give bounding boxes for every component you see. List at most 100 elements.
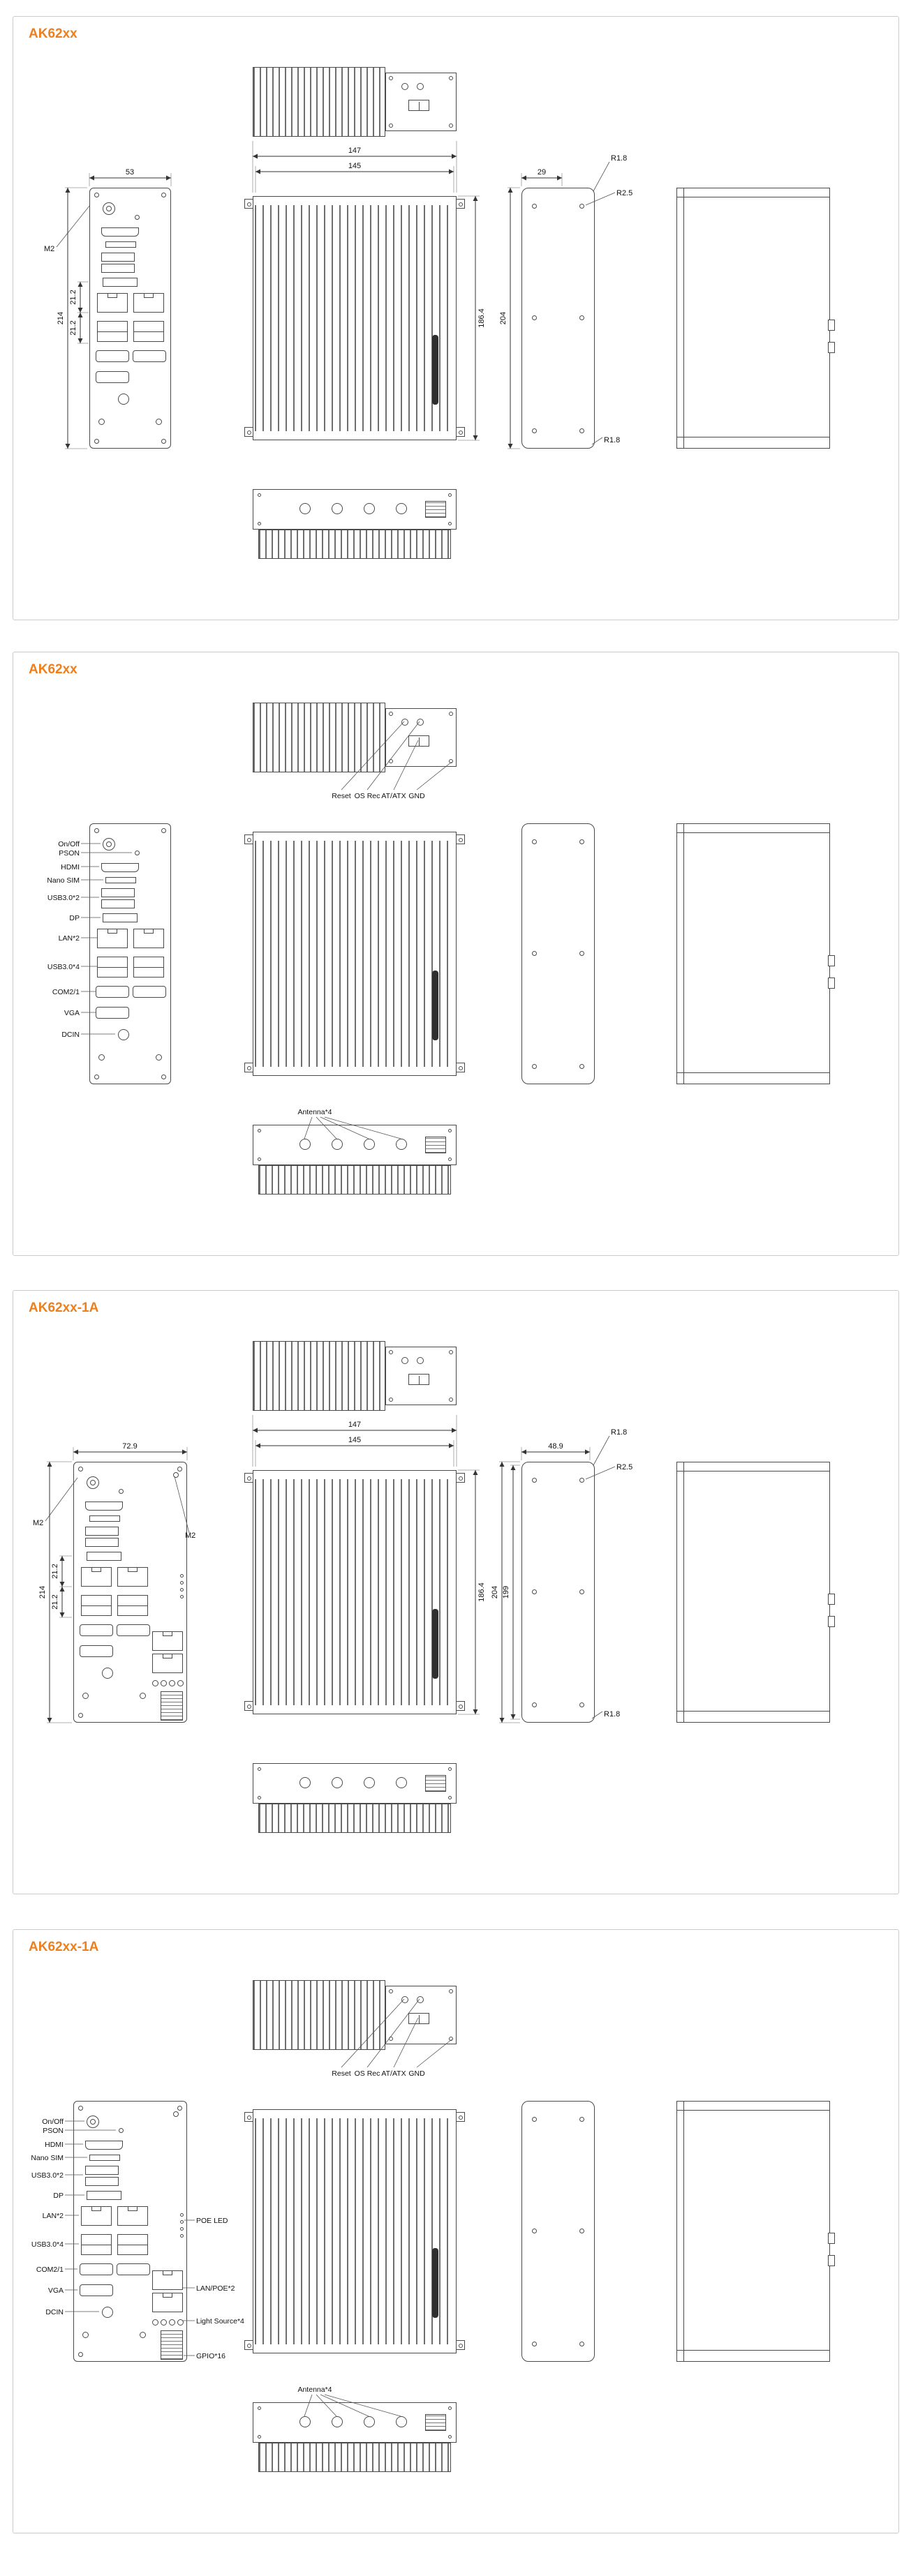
screw xyxy=(448,2406,452,2410)
switch-divider xyxy=(419,1376,420,1384)
side-bottom-line xyxy=(677,2350,829,2351)
power-button xyxy=(87,1476,99,1489)
label-hdmi: HDMI xyxy=(61,863,80,871)
label-reset: Reset xyxy=(332,2069,351,2078)
label-pson: PSON xyxy=(43,2127,64,2135)
mounting-hole xyxy=(532,315,537,320)
mount-ear xyxy=(456,2340,465,2350)
antenna-hole xyxy=(299,1139,311,1150)
antenna-hole xyxy=(364,1139,375,1150)
lan-poe-port xyxy=(152,1654,183,1673)
antenna-hole xyxy=(98,1054,105,1061)
dim-214: 214 xyxy=(38,1586,47,1598)
reset-button xyxy=(401,719,408,726)
label-gpio: GPIO*16 xyxy=(196,2352,225,2360)
heatsink-fins xyxy=(255,2118,454,2344)
ear-hole xyxy=(247,1476,251,1481)
vga-port xyxy=(80,2284,113,2296)
side-view xyxy=(676,1462,835,1723)
bottom-view xyxy=(253,489,457,530)
antenna-hole xyxy=(156,419,162,425)
side-tab xyxy=(828,2255,835,2266)
antenna-hole xyxy=(396,1139,407,1150)
antenna-hole xyxy=(364,503,375,514)
dim-186-4: 186.4 xyxy=(477,308,486,328)
label-com: COM2/1 xyxy=(52,988,80,996)
ear-hole xyxy=(459,838,463,842)
light-source-connector xyxy=(152,2319,158,2326)
gnd-screw xyxy=(449,759,453,763)
panel-title: AK62xx xyxy=(29,662,77,677)
lan-notch xyxy=(163,2270,172,2275)
mount-ear xyxy=(244,834,253,844)
mounting-hole xyxy=(579,2342,584,2346)
mounting-hole xyxy=(579,839,584,844)
lan-notch xyxy=(108,929,117,934)
ear-hole xyxy=(247,2344,251,2348)
screw xyxy=(94,439,99,444)
label-vga: VGA xyxy=(48,2286,64,2295)
side-top-line xyxy=(677,2110,829,2111)
top-view-io-plate xyxy=(385,708,457,767)
vga-port xyxy=(96,1007,129,1019)
antenna-hole xyxy=(396,1777,407,1788)
os-recovery-button xyxy=(417,1357,424,1364)
dcin-jack xyxy=(118,394,129,405)
mount-ear xyxy=(244,199,253,209)
callout-r2-5: R2.5 xyxy=(616,189,632,197)
usb3-dual-port xyxy=(81,1595,112,1616)
side-top-line xyxy=(677,1471,829,1472)
mount-ear xyxy=(456,1063,465,1072)
lan-notch xyxy=(91,2206,101,2211)
ear-hole xyxy=(247,838,251,842)
lan-notch xyxy=(144,929,154,934)
panel-title: AK62xx-1A xyxy=(29,1940,99,1954)
label-on-off: On/Off xyxy=(58,840,80,848)
mounting-plate-view xyxy=(521,2101,595,2362)
lan-port xyxy=(117,1567,148,1587)
mount-ear xyxy=(456,427,465,437)
side-bottom-line xyxy=(677,1711,829,1712)
label-antenna: Antenna*4 xyxy=(297,1108,332,1116)
usb3-dual-port xyxy=(117,2234,148,2255)
usb3-dual-port xyxy=(117,1595,148,1616)
label-nano-sim: Nano SIM xyxy=(47,876,80,885)
antenna-hole xyxy=(332,2416,343,2427)
poe-led xyxy=(180,1574,184,1578)
antenna-hole xyxy=(396,503,407,514)
bottom-connector xyxy=(425,1775,446,1792)
screw xyxy=(448,1796,452,1799)
pson-led xyxy=(135,851,140,855)
screw xyxy=(389,1350,393,1354)
mount-ear xyxy=(244,427,253,437)
screw xyxy=(177,1467,182,1472)
screw xyxy=(449,712,453,716)
hdmi-port xyxy=(85,2141,123,2150)
usb3-port xyxy=(101,899,135,908)
top-view-io-plate xyxy=(385,73,457,131)
front-io-view xyxy=(73,1462,187,1723)
antenna-hole xyxy=(299,1777,311,1788)
ear-hole xyxy=(247,1066,251,1070)
antenna-hole xyxy=(364,2416,375,2427)
usb-divider xyxy=(98,967,127,968)
usb3-port xyxy=(101,888,135,897)
front-io-view xyxy=(89,823,171,1084)
light-source-connector xyxy=(177,2319,184,2326)
power-led xyxy=(106,206,112,211)
panel-title: AK62xx-1A xyxy=(29,1301,99,1315)
screw xyxy=(389,1989,393,1993)
lan-port xyxy=(133,929,164,948)
screw xyxy=(448,1767,452,1771)
usb-divider xyxy=(134,967,163,968)
nano-sim-slot xyxy=(89,2155,120,2161)
dim-147: 147 xyxy=(348,147,361,155)
mounting-hole xyxy=(579,951,584,956)
screw xyxy=(389,1398,393,1402)
dcin-jack xyxy=(102,2307,113,2318)
mount-ear xyxy=(456,834,465,844)
mounting-hole xyxy=(532,839,537,844)
label-lan-2: LAN*2 xyxy=(43,2212,64,2220)
label-usb3-4: USB3.0*4 xyxy=(31,2240,64,2249)
lan-port xyxy=(97,293,128,313)
